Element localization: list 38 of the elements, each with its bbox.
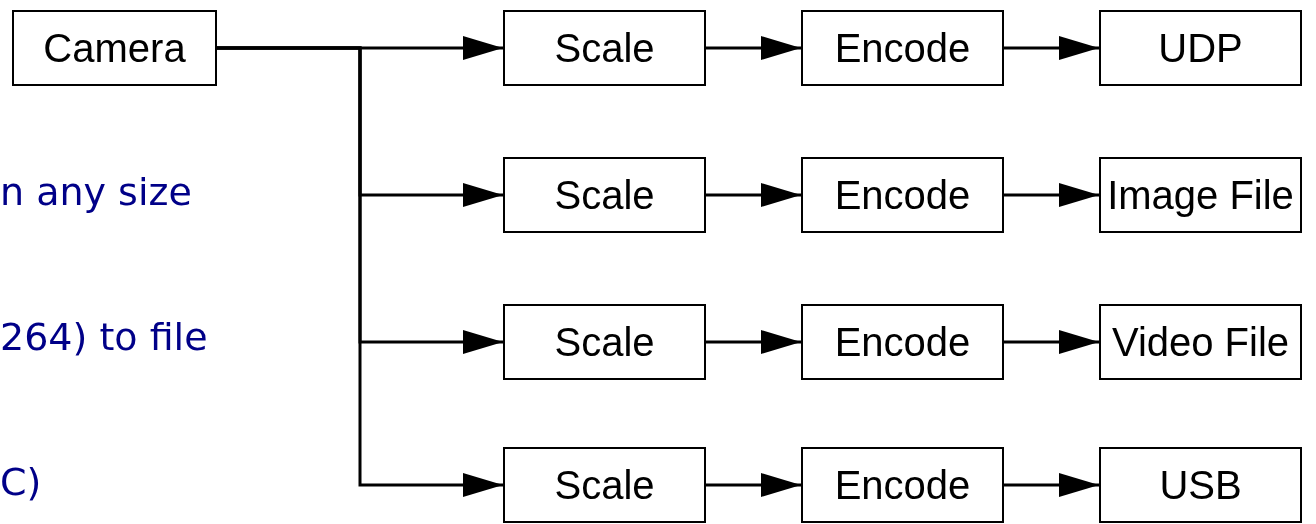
process-box xyxy=(12,10,217,86)
arrow xyxy=(706,330,801,354)
box-label: USB xyxy=(1159,462,1242,508)
process-box xyxy=(1099,304,1302,380)
box-label: Scale xyxy=(554,462,655,508)
process-box xyxy=(1099,157,1302,233)
box-label: Encode xyxy=(834,462,971,508)
arrow xyxy=(1004,36,1099,60)
arrow xyxy=(1004,330,1099,354)
note-text: n any size xyxy=(0,170,192,214)
process-box xyxy=(503,157,706,233)
process-box xyxy=(1099,10,1302,86)
box-label: Encode xyxy=(834,319,971,365)
arrow xyxy=(706,473,801,497)
process-box xyxy=(801,157,1004,233)
box-label: Encode xyxy=(834,25,971,71)
box-label: Scale xyxy=(554,25,655,71)
arrow xyxy=(1004,473,1099,497)
box-label: Encode xyxy=(834,172,971,218)
note-text: C) xyxy=(0,460,42,504)
process-box xyxy=(503,10,706,86)
process-box xyxy=(801,304,1004,380)
box-label: Camera xyxy=(43,25,186,71)
box-label: Scale xyxy=(554,319,655,365)
arrow xyxy=(217,46,503,497)
box-label: Video File xyxy=(1111,319,1290,365)
process-box xyxy=(801,447,1004,523)
arrow xyxy=(1004,183,1099,207)
process-box xyxy=(1099,447,1302,523)
arrow xyxy=(706,36,801,60)
arrow xyxy=(706,183,801,207)
process-box xyxy=(503,304,706,380)
box-label: Scale xyxy=(554,172,655,218)
process-box xyxy=(801,10,1004,86)
box-label: UDP xyxy=(1158,25,1243,71)
process-box xyxy=(503,447,706,523)
note-text: 264) to file xyxy=(0,315,208,359)
box-label: Image File xyxy=(1107,172,1294,218)
